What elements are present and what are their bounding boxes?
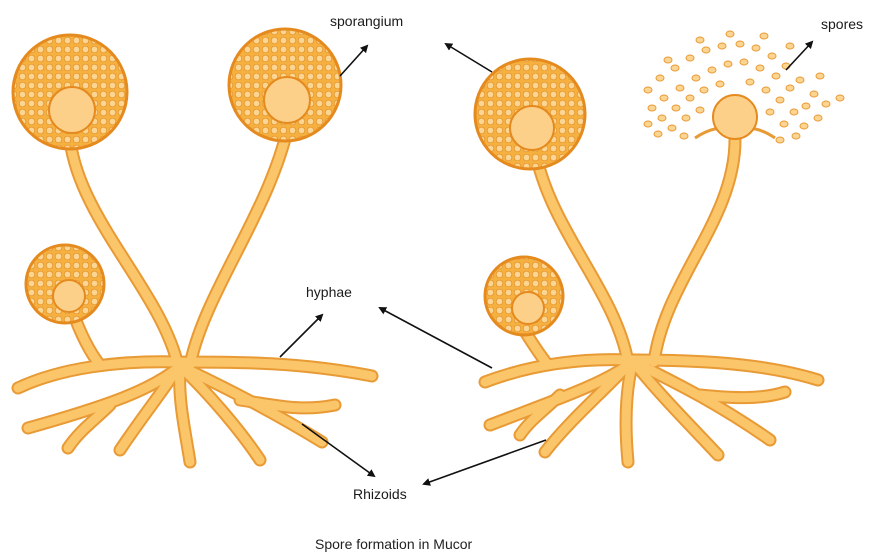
arrow-hyphae-right	[380, 308, 492, 368]
label-spores: spores	[821, 16, 863, 32]
left-sporangium-2	[229, 29, 341, 141]
right-mucor-organism	[475, 31, 844, 462]
left-mucor-organism	[13, 29, 372, 462]
label-rhizoids: Rhizoids	[353, 486, 407, 502]
arrow-sporangium-left	[340, 46, 367, 76]
right-sporangium-small	[485, 257, 563, 335]
arrow-hyphae-left	[280, 315, 322, 357]
left-sporangium-1	[13, 35, 127, 149]
arrow-rhizoids-left	[302, 424, 374, 476]
arrow-sporangium-right	[446, 44, 492, 72]
arrow-rhizoids-right	[424, 440, 546, 484]
label-hyphae: hyphae	[306, 284, 352, 300]
diagram-caption: Spore formation in Mucor	[315, 536, 472, 552]
right-sporangium	[475, 59, 585, 169]
burst-sporangium	[695, 95, 775, 139]
left-sporangium-small	[26, 245, 104, 323]
label-sporangium: sporangium	[330, 13, 403, 29]
